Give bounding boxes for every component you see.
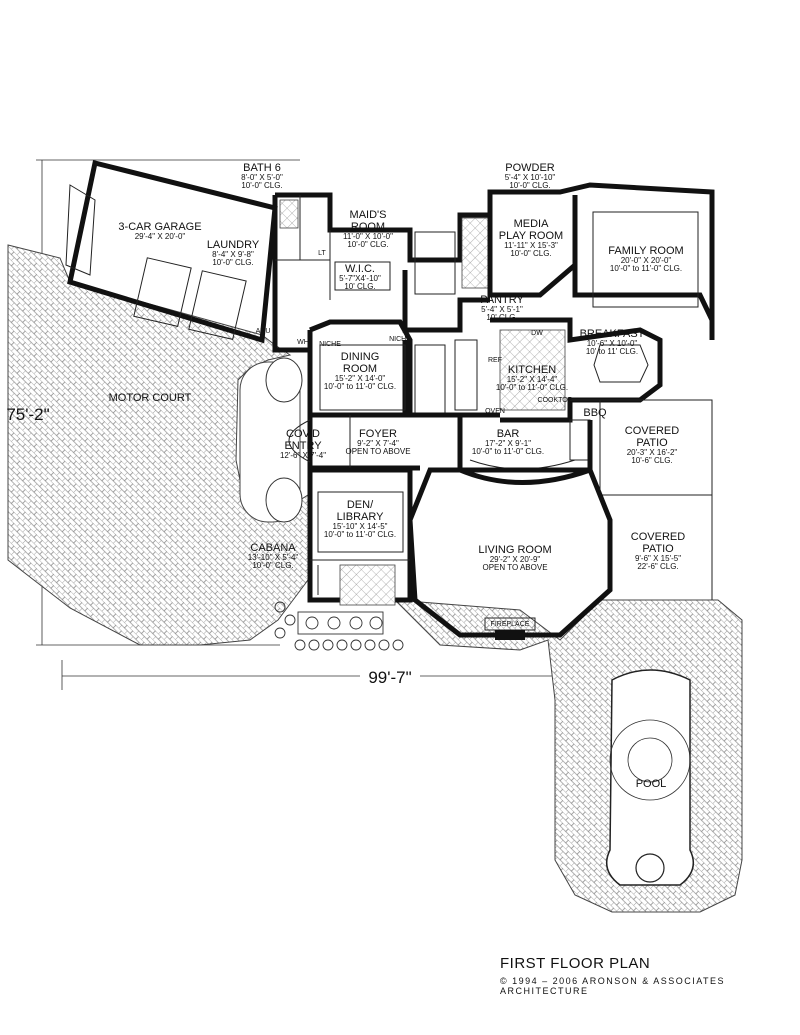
cabana-clg: 10'-0" CLG. [252,561,293,570]
covpatio1-dim: 20'-3" X 16'-2" [627,448,678,457]
foyer-clg: OPEN TO ABOVE [345,447,410,456]
breakfast-name: BREAKFAST [580,328,645,340]
water-heater-label: WH [297,339,309,346]
refrigerator-label: REF [488,357,502,364]
kitchen-walls [490,317,663,423]
wic-clg: 10' CLG. [344,282,375,291]
laundry-clg: 10'-0" CLG. [212,258,253,267]
maids-name-1: MAID'S [350,209,387,221]
ahu-label: AHU [256,328,271,335]
cabana-dim: 13'-10" X 5'-4" [248,553,299,562]
bbq-name: BBQ [583,407,607,419]
pantry-clg: 10' CLG. [486,313,517,322]
laundry-dim: 8'-4" X 9'-8" [212,250,254,259]
garage-name: 3-CAR GARAGE [118,221,201,233]
powder-name: POWDER [505,162,555,174]
living-dim: 29'-2" X 20'-9" [490,555,541,564]
foyer-name: FOYER [359,428,397,440]
overall-width: 99'-7" [368,668,411,687]
den-walls [307,467,413,603]
cabana-walls [317,564,396,606]
garage-block [65,159,278,344]
family-dim: 20'-0" X 20'-0" [621,256,672,265]
cooktop-label: COOKTOP [538,397,573,404]
entry-planters [265,357,303,523]
powder-clg: 10'-0" CLG. [509,181,550,190]
fireplace-label: FIREPLACE [491,621,530,628]
dining-name-1: DINING [341,351,380,363]
family-clg: 10'-0" to 11'-0" CLG. [610,264,682,273]
title-block: FIRST FLOOR PLAN © 1994 – 2006 ARONSON &… [500,955,800,996]
dishwasher-label: DW [531,330,543,337]
media-clg: 10'-0" CLG. [510,249,551,258]
covd-entry-dim: 12'-6" X 7'-4" [280,451,326,460]
covpatio2-name-2: PATIO [642,543,674,555]
covpatio1-name-2: PATIO [636,437,668,449]
pool-basin [605,669,695,886]
media-name-2: PLAY ROOM [499,230,563,242]
wic-name: W.I.C. [345,263,375,275]
covpatio2-name-1: COVERED [631,531,685,543]
bath6-clg: 10'-0" CLG. [241,181,282,190]
bar-dim: 17'-2" X 9'-1" [485,439,531,448]
overall-height: 75'-2" [6,405,49,424]
family-name: FAMILY ROOM [608,245,683,257]
dining-clg: 10'-0" to 11'-0" CLG. [324,382,396,391]
maids-dim: 11'-0" X 10'-0" [343,232,393,241]
bath6-dim: 8'-0" X 5'-0" [241,173,283,182]
kitchen-clg: 10'-0" to 11'-0" CLG. [496,383,568,392]
niche-label-2: NICHE [389,336,411,343]
covd-entry-name-2: ENTRY [284,440,322,452]
service-wing-walls [272,182,715,353]
kitchen-name: KITCHEN [508,364,556,376]
den-name-2: LIBRARY [337,511,385,523]
kitchen-dim: 15'-2" X 14'-4" [507,375,558,384]
media-dim: 11'-11" X 15'-3" [504,241,558,250]
garage-dim: 29'-4" X 20'-0" [135,232,186,241]
shrubbery [274,601,404,651]
oven-label: OVEN [485,408,505,415]
den-dim: 15'-10" X 14'-5" [333,522,388,531]
covpatio1-name-1: COVERED [625,425,679,437]
fixture-labels: FIREPLACE DW COOKTOP OVEN REF AHU WH NIC… [256,250,573,628]
living-name: LIVING ROOM [478,544,551,556]
den-name-1: DEN/ [347,499,374,511]
powder-dim: 5'-4" X 10'-10" [505,173,556,182]
covpatio2-clg: 22'-6" CLG. [637,562,678,571]
living-room-walls [407,467,613,640]
den-clg: 10'-0" to 11'-0" CLG. [324,530,396,539]
motor-court-name: MOTOR COURT [109,392,192,404]
dining-dim: 15'-2" X 14'-0" [335,374,386,383]
dining-name-2: ROOM [343,363,377,375]
foyer-dim: 9'-2" X 7'-4" [357,439,399,448]
bar-clg: 10'-0" to 11'-0" CLG. [472,447,544,456]
covpatio1-clg: 10'-6" CLG. [631,456,672,465]
wic-dim: 5'-7"X4'-10" [339,274,381,283]
cabana-name: CABANA [250,542,296,554]
maids-name-2: ROOM [351,221,385,233]
covpatio2-dim: 9'-6" X 15'-5" [635,554,681,563]
bar-name: BAR [497,428,520,440]
media-family-walls [487,192,715,340]
laundry-name: LAUNDRY [207,239,260,251]
plan-title: FIRST FLOOR PLAN [500,955,651,972]
media-name-1: MEDIA [514,218,550,230]
maids-clg: 10'-0" CLG. [347,240,388,249]
pool-name: POOL [636,778,667,790]
pantry-dim: 5'-4" X 5'-1" [481,305,523,314]
breakfast-dim: 10'-6" X 10'-0" [587,339,638,348]
living-clg: OPEN TO ABOVE [482,563,547,572]
niche-label-1: NICHE [319,341,341,348]
pantry-name: PANTRY [480,294,524,306]
breakfast-clg: 10' to 11' CLG. [586,347,638,356]
room-labels: BATH 6 8'-0" X 5'-0" 10'-0" CLG. POWDER … [109,162,686,790]
bath6-name: BATH 6 [243,162,281,174]
linen-label: LT [318,250,326,257]
copyright-notice: © 1994 – 2006 ARONSON & ASSOCIATES ARCHI… [500,976,726,996]
covd-entry-name-1: COV'D [286,428,320,440]
